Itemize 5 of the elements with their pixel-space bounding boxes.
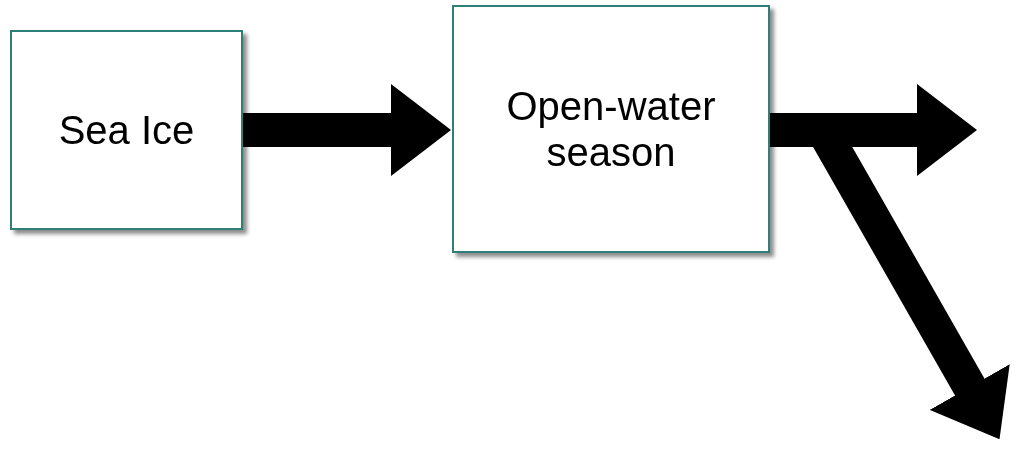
box-label: Sea Ice bbox=[58, 107, 195, 153]
box-label: Open-water season bbox=[505, 83, 717, 175]
arrow bbox=[243, 84, 451, 176]
process-box bbox=[10, 30, 243, 230]
process-box bbox=[452, 5, 770, 253]
